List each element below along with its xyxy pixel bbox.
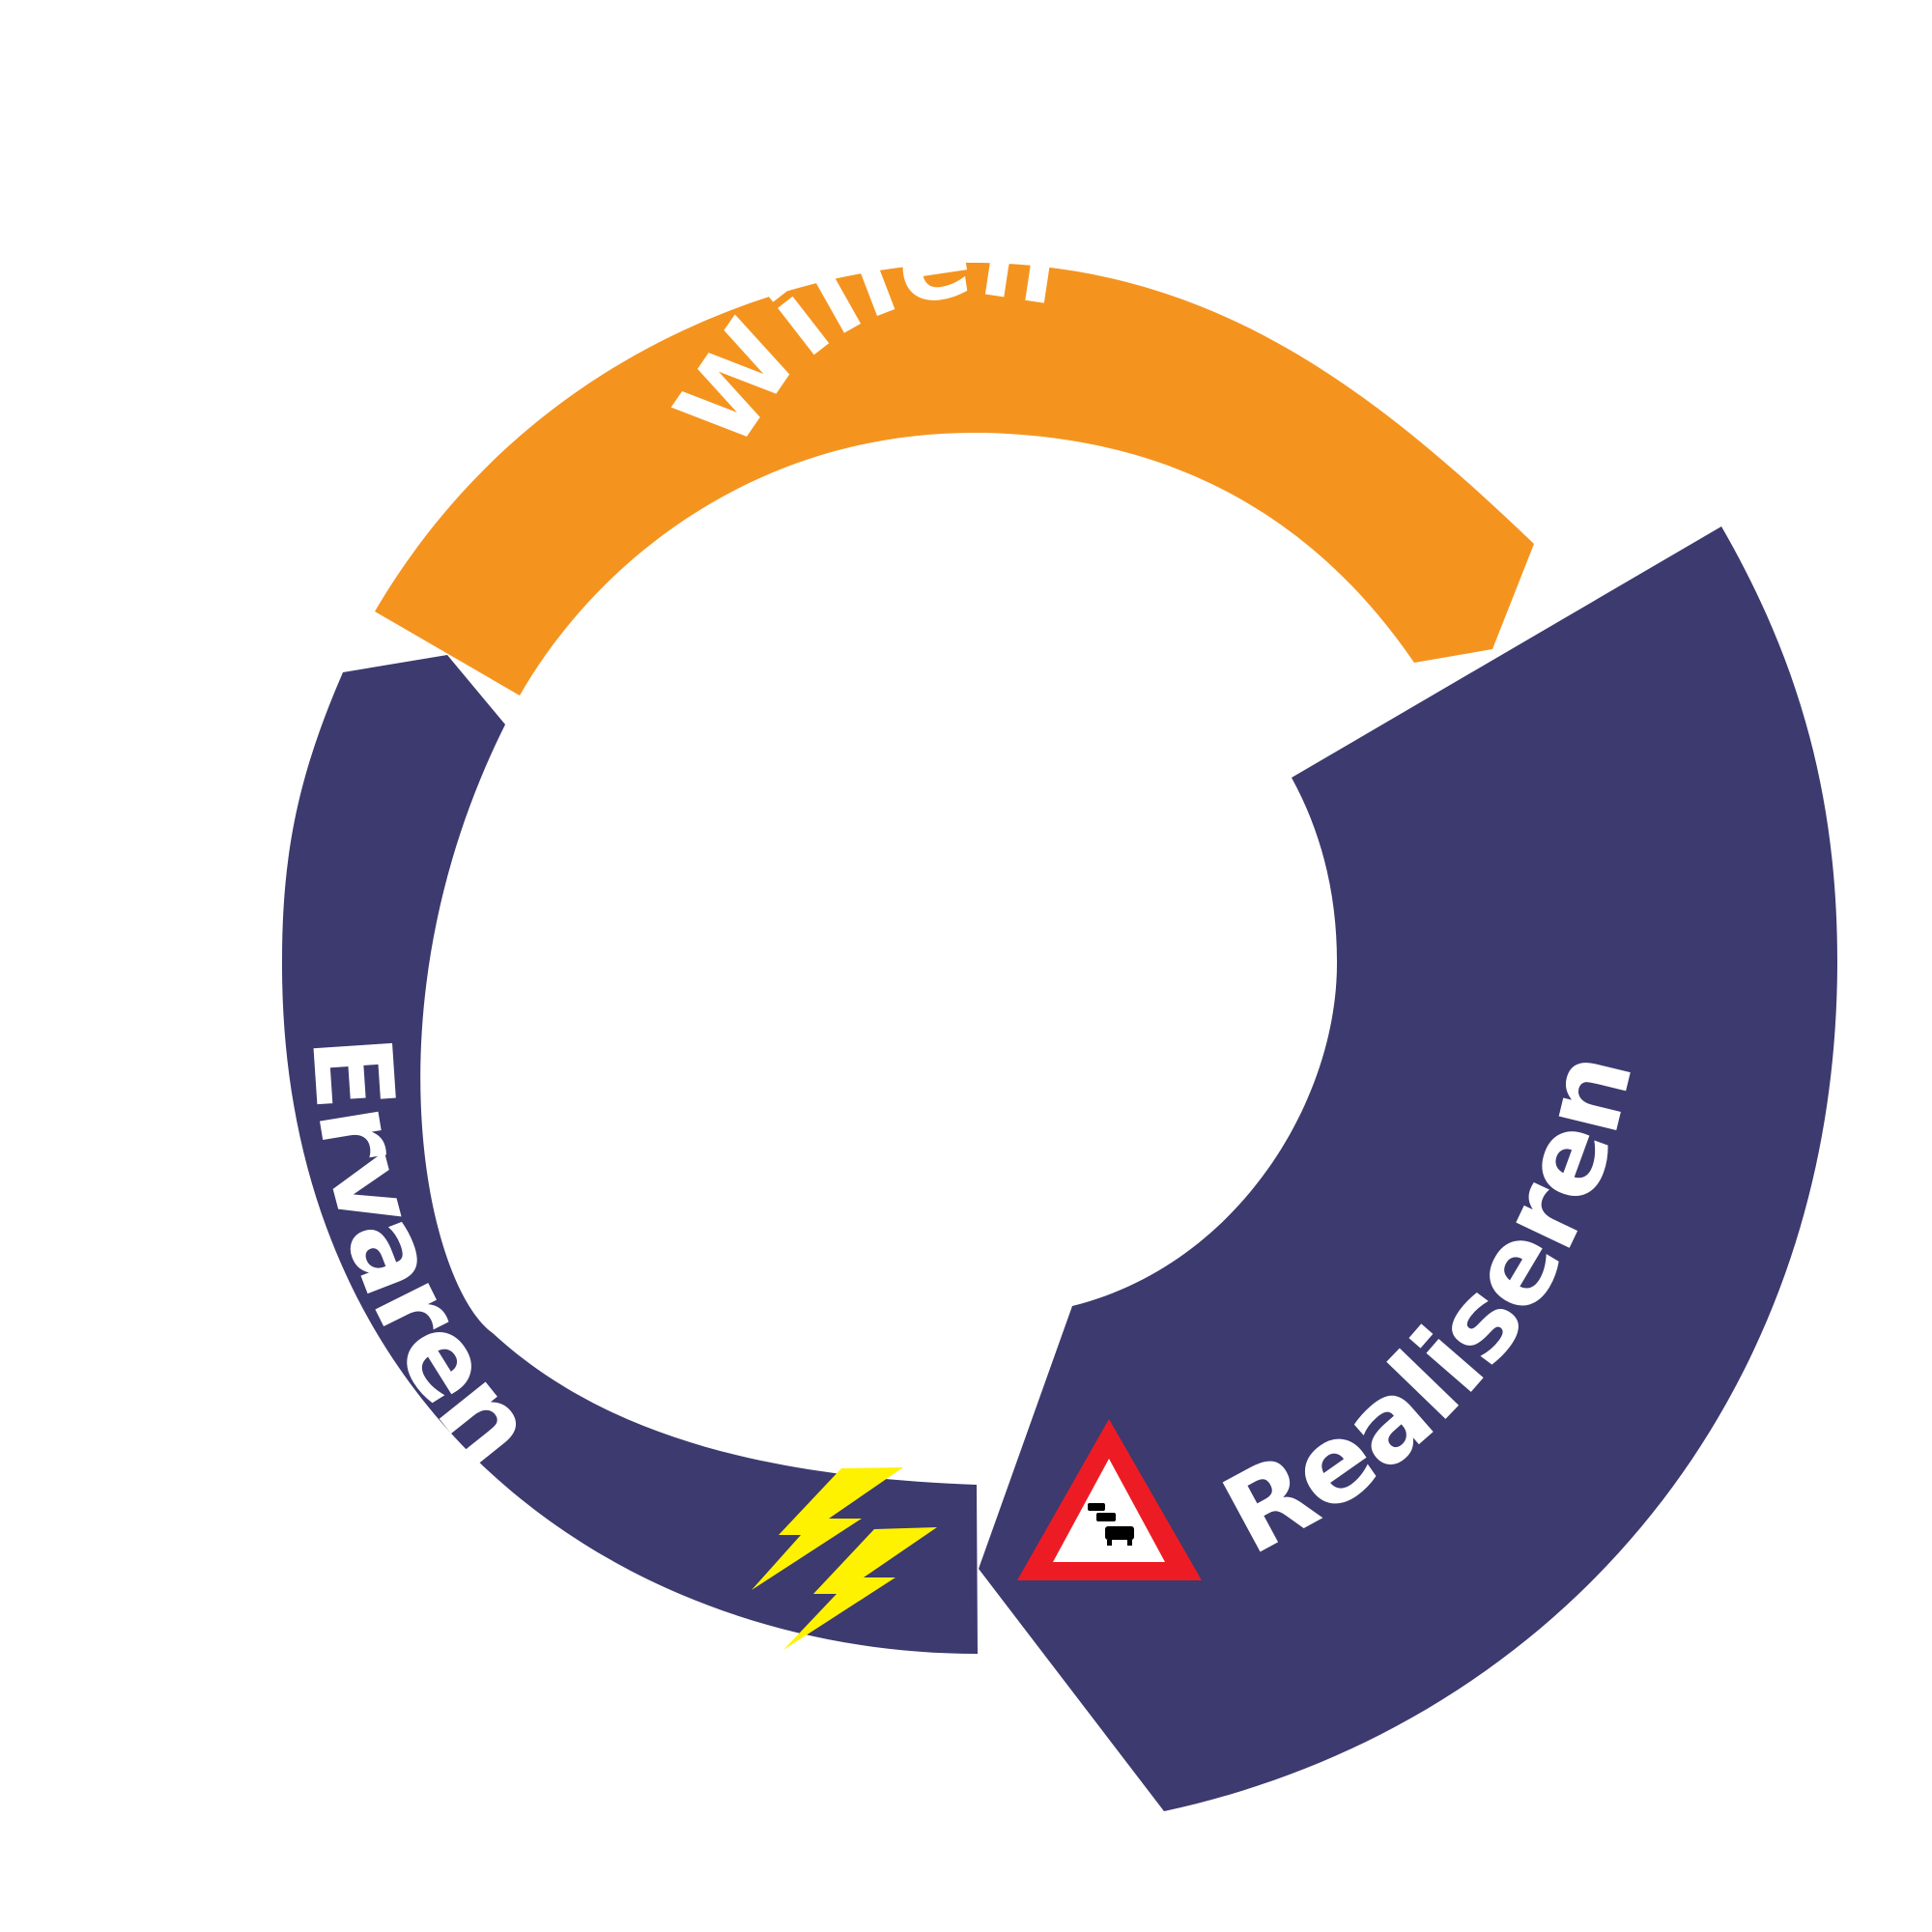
traffic-jam-warning-sign-icon [1017,1419,1202,1580]
ervaren-label: Ervaren [287,1032,559,1488]
realiseren-arc-shape [979,526,1837,1811]
willen-arc-shape [375,262,1534,696]
ervaren-arc-shape [281,655,978,1654]
lightning-icon [752,1467,937,1650]
willen-segment: Willen [375,194,1534,696]
realiseren-segment: Realiseren [979,526,1837,1811]
ervaren-segment: Ervaren [281,655,978,1654]
